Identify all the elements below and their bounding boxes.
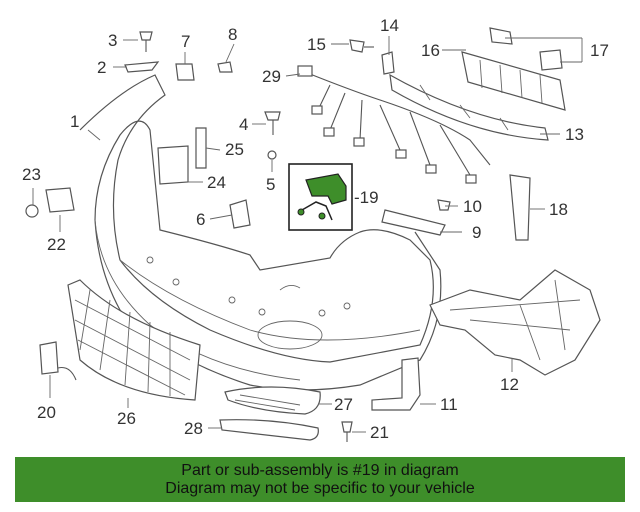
- callout-18: 18: [549, 200, 568, 219]
- callout-19: -19: [354, 188, 379, 207]
- callout-9: 9: [472, 223, 481, 242]
- callout-8: 8: [228, 25, 237, 44]
- callout-20: 20: [37, 403, 56, 422]
- callout-23: 23: [22, 165, 41, 184]
- callout-21: 21: [370, 423, 389, 442]
- callout-2: 2: [97, 58, 106, 77]
- reinforcement-13: [389, 73, 549, 141]
- absorber-16: [461, 51, 566, 111]
- callout-5: 5: [266, 175, 275, 194]
- callout-27: 27: [334, 395, 353, 414]
- banner-line-2: Diagram may not be specific to your vehi…: [165, 479, 475, 497]
- callout-26: 26: [117, 409, 136, 428]
- clips-17: [489, 27, 563, 71]
- banner-line-1: Part or sub-assembly is #19 in diagram: [181, 461, 459, 479]
- callout-16: 16: [421, 41, 440, 60]
- callout-14: 14: [380, 16, 399, 35]
- callout-7: 7: [181, 32, 190, 51]
- callout-17: 17: [590, 41, 609, 60]
- callout-13: 13: [565, 125, 584, 144]
- callout-4: 4: [239, 115, 248, 134]
- bumper-cover: [79, 74, 442, 391]
- callout-24: 24: [207, 173, 226, 192]
- info-banner: Part or sub-assembly is #19 in diagram D…: [15, 457, 625, 502]
- callout-10: 10: [463, 197, 482, 216]
- hardware: [25, 31, 531, 442]
- callout-1: 1: [70, 112, 79, 131]
- callout-28: 28: [184, 419, 203, 438]
- parts-diagram: 1 2 3 4 5 6 7 8 9 10 11 12 13 14 15 16 1…: [22, 16, 609, 442]
- highlighted-part-19: [288, 163, 353, 231]
- callout-6: 6: [196, 210, 205, 229]
- callout-labels: 1 2 3 4 5 6 7 8 9 10 11 12 13 14 15 16 1…: [22, 16, 609, 442]
- callout-25: 25: [225, 140, 244, 159]
- callout-29: 29: [262, 67, 281, 86]
- callout-3: 3: [108, 31, 117, 50]
- fog-cover: [219, 386, 321, 441]
- callout-15: 15: [307, 35, 326, 54]
- callout-11: 11: [440, 395, 458, 414]
- callout-12: 12: [500, 375, 519, 394]
- leader-lines: [32, 36, 583, 433]
- callout-22: 22: [47, 235, 66, 254]
- bracket-12: [429, 269, 601, 376]
- wiring-harness: [297, 65, 491, 184]
- lower-grille: [67, 279, 201, 401]
- part-19-shape: [305, 173, 347, 205]
